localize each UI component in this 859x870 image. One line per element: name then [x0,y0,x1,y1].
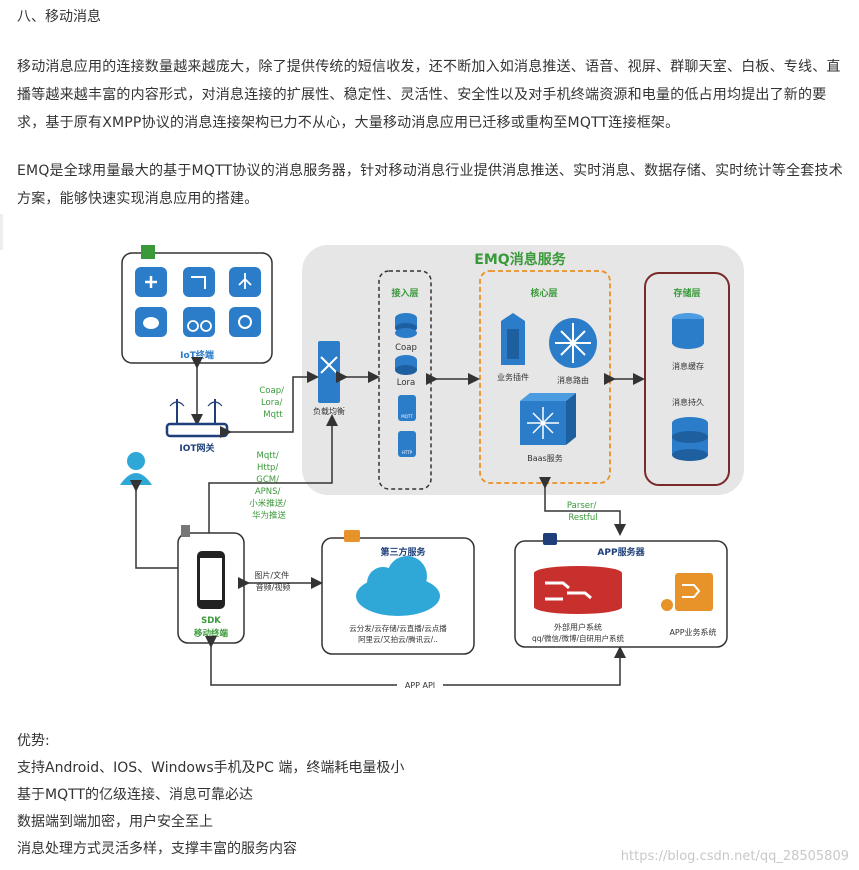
advantages-title: 优势: [17,733,50,749]
app-business-icon [659,573,713,613]
advantage-item: 支持Android、IOS、Windows手机及PC 端，终端耗电量极小 [17,760,405,776]
lora-icon [395,355,417,375]
sdk-label: SDK [201,616,221,626]
arrow-emq-appserver [539,477,626,536]
protocol-line: Http/ [257,463,278,473]
protocol-line: Lora/ [261,398,282,408]
third-party-badge-icon [344,530,360,542]
iot-terminal-label: IoT终端 [180,349,214,361]
app-server-label: APP服务器 [597,546,645,558]
cloud-icon [356,556,440,616]
section-heading: 八、移动消息 [17,9,101,25]
parser-label: Parser/ Restful [567,501,599,523]
message-routing-icon [549,318,597,368]
protocol-line: GCM/ [256,475,279,485]
app-server-badge-icon [543,533,557,545]
http-badge-icon [398,431,416,457]
emq-title: EMQ消息服务 [474,251,566,268]
core-layer-label: 核心层 [530,287,557,299]
storage-layer-label: 存储层 [673,287,700,299]
mobile-terminal-label: 移动终端 [194,628,229,639]
csdn-watermark: https://blog.csdn.net/qq_28505809 [620,849,849,864]
left-scroll-marker [0,214,3,250]
arrow-mobile-lb [208,414,338,533]
emq-architecture-diagram: EMQ消息服务 接入层 Coap Lora MQTT HTTP 核心层 业务插件… [120,245,744,691]
protocol-line: 小米推送/ [249,498,286,509]
protocol-line: 华为推送 [252,510,287,521]
paragraph-intro: 移动消息应用的连接数量越来越庞大，除了提供传统的短信收发，还不断加入如消息推送、… [17,59,841,131]
message-persist-label: 消息持久 [672,397,704,407]
app-api-label: APP API [405,681,435,690]
iot-gateway-label: IOT网关 [179,442,214,454]
app-business-label: APP业务系统 [669,627,716,637]
media-label: 图片/文件 音频/视频 [254,570,291,592]
baas-service-label: Baas服务 [527,453,562,463]
advantage-item: 消息处理方式灵活多样，支撑丰富的服务内容 [17,841,297,857]
third-party-label: 第三方服务 [380,546,426,558]
business-plugin-icon [501,313,525,365]
mqtt-badge-icon [398,395,416,421]
coap-icon [395,313,417,338]
baas-service-icon [520,393,576,445]
arrow-gateway-lb [220,371,319,438]
parser-line: Parser/ [567,501,597,511]
external-user-icon [534,566,622,614]
user-person-icon [120,452,152,485]
parser-line: Restful [568,513,597,523]
message-routing-label: 消息路由 [557,375,589,385]
iot-terminal-badge-icon [141,245,155,259]
mobile-badge-icon [181,525,190,537]
advantage-item: 基于MQTT的亿级连接、消息可靠必达 [17,787,253,803]
protocol-line: APNS/ [255,487,281,497]
advantage-item: 数据端到端加密，用户安全至上 [17,814,213,830]
external-user-sub: qq/微信/微博/自研用户系统 [532,633,625,643]
message-cache-icon [672,313,704,349]
protocol-line: Mqtt/ [257,451,279,461]
paragraph-emq: EMQ是全球用量最大的基于MQTT协议的消息服务器，针对移动消息行业提供消息推送… [17,163,843,207]
protocols-iot: Coap/ Lora/ Mqtt [259,386,286,420]
mqtt-badge-label: MQTT [401,414,413,419]
message-cache-label: 消息缓存 [672,361,704,371]
load-balancer-icon [318,341,340,403]
iot-device-icons [135,267,261,337]
coap-label: Coap [395,343,417,353]
business-plugin-label: 业务插件 [497,372,529,382]
message-persist-icon [672,417,708,461]
iot-gateway-icon [165,399,229,438]
load-balancer-label: 负载均衡 [313,406,345,416]
access-layer-label: 接入层 [391,287,418,299]
cloud-services-line: 云分发/云存储/云直播/云点播 [349,623,447,633]
storage-layer-box [644,272,730,486]
protocols-mobile: Mqtt/ Http/ GCM/ APNS/ 小米推送/ 华为推送 [249,451,289,521]
lora-label: Lora [397,378,416,388]
protocol-line: Mqtt [263,410,283,420]
media-line: 音频/视频 [256,582,291,592]
media-line: 图片/文件 [254,570,289,580]
cloud-providers-line: 阿里云/又拍云/腾讯云/.. [358,634,438,644]
protocol-line: Coap/ [259,386,284,396]
http-badge-label: HTTP [402,450,413,455]
external-user-label: 外部用户系统 [554,622,602,632]
arrow-person-mobile [130,480,190,569]
